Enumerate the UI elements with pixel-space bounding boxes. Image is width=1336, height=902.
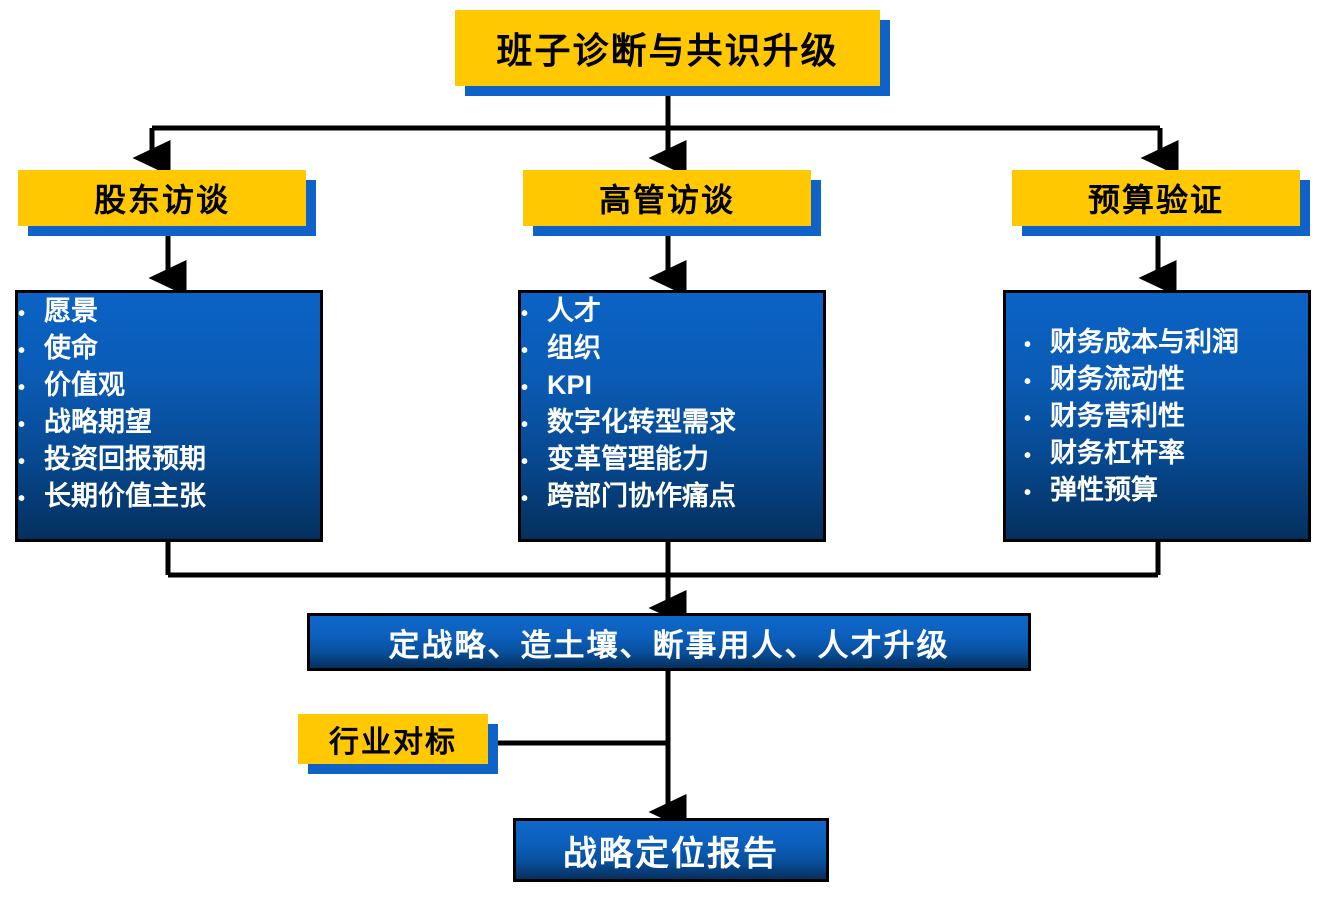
detail-list-shareholder: • 愿景 • 使命 • 价值观 • 战略期望 • 投资回报预期 • 长期价值主张 <box>18 293 320 515</box>
bullet-icon: • <box>18 340 26 362</box>
list-item: • 价值观 <box>18 370 125 400</box>
connector-details-to-strategy <box>165 540 1161 627</box>
bullet-icon: • <box>521 303 529 325</box>
bullet-icon: • <box>521 377 529 399</box>
list-item: • 长期价值主张 <box>18 481 206 511</box>
bullet-icon: • <box>18 414 26 436</box>
list-item: • 愿景 <box>18 296 98 326</box>
connector-title-to-branches <box>132 92 1179 177</box>
bullet-icon: • <box>521 451 529 473</box>
report-box[interactable]: 战略定位报告 <box>513 818 829 882</box>
branch-box-shareholder[interactable]: 股东访谈 <box>18 170 306 226</box>
bullet-icon: • <box>18 377 26 399</box>
bullet-icon: • <box>1024 444 1032 467</box>
bullet-icon: • <box>521 340 529 362</box>
title-box[interactable]: 班子诊断与共识升级 <box>455 10 880 86</box>
list-item: • 数字化转型需求 <box>521 407 736 437</box>
detail-list-budget: • 财务成本与利润 • 财务流动性 • 财务营利性 • 财务杠杆率 • 弹性 <box>1024 324 1308 509</box>
bullet-icon: • <box>1024 407 1032 430</box>
strategy-bar-label: 定战略、造土壤、断事用人、人才升级 <box>388 627 950 663</box>
bullet-icon: • <box>521 414 529 436</box>
benchmark-box-label: 行业对标 <box>329 726 457 759</box>
list-item: • 使命 <box>18 333 98 363</box>
report-box-label: 战略定位报告 <box>563 834 779 873</box>
strategy-bar[interactable]: 定战略、造土壤、断事用人、人才升级 <box>307 613 1031 671</box>
branch-box-executive[interactable]: 高管访谈 <box>523 170 811 226</box>
detail-box-shareholder[interactable]: • 愿景 • 使命 • 价值观 • 战略期望 • 投资回报预期 • 长期价值主张 <box>15 290 323 542</box>
connector-strategy-to-report <box>487 670 687 831</box>
list-item: • 财务营利性 <box>1024 400 1185 431</box>
detail-list-executive: • 人才 • 组织 • KPI • 数字化转型需求 • 变革管理能力 • 跨部门… <box>521 293 823 515</box>
list-item: • 变革管理能力 <box>521 444 709 474</box>
list-item: • 投资回报预期 <box>18 444 206 474</box>
benchmark-box[interactable]: 行业对标 <box>298 714 488 764</box>
bullet-icon: • <box>18 488 26 510</box>
branch-box-budget[interactable]: 预算验证 <box>1012 170 1300 226</box>
bullet-icon: • <box>521 488 529 510</box>
list-item: • KPI <box>521 370 593 400</box>
list-item: • 跨部门协作痛点 <box>521 481 736 511</box>
branch-box-budget-label: 预算验证 <box>1087 182 1224 218</box>
bullet-icon: • <box>1024 370 1032 393</box>
bullet-icon: • <box>18 451 26 473</box>
list-item: • 战略期望 <box>18 407 152 437</box>
bullet-icon: • <box>18 303 26 325</box>
detail-box-executive[interactable]: • 人才 • 组织 • KPI • 数字化转型需求 • 变革管理能力 • 跨部门… <box>518 290 826 542</box>
bullet-icon: • <box>1024 333 1032 356</box>
detail-list-budget-wrapper: • 财务成本与利润 • 财务流动性 • 财务营利性 • 财务杠杆率 • 弹性 <box>1006 293 1308 539</box>
list-item: • 财务成本与利润 <box>1024 326 1239 357</box>
list-item: • 组织 <box>521 333 601 363</box>
bullet-icon: • <box>1024 481 1032 504</box>
list-item: • 财务杠杆率 <box>1024 437 1185 468</box>
branch-box-executive-label: 高管访谈 <box>598 182 735 218</box>
list-item: • 财务流动性 <box>1024 363 1185 394</box>
detail-box-budget[interactable]: • 财务成本与利润 • 财务流动性 • 财务营利性 • 财务杠杆率 • 弹性 <box>1003 290 1311 542</box>
list-item: • 人才 <box>521 296 601 326</box>
title-box-label: 班子诊断与共识升级 <box>496 30 839 71</box>
branch-box-shareholder-label: 股东访谈 <box>93 182 230 218</box>
list-item: • 弹性预算 <box>1024 474 1158 505</box>
